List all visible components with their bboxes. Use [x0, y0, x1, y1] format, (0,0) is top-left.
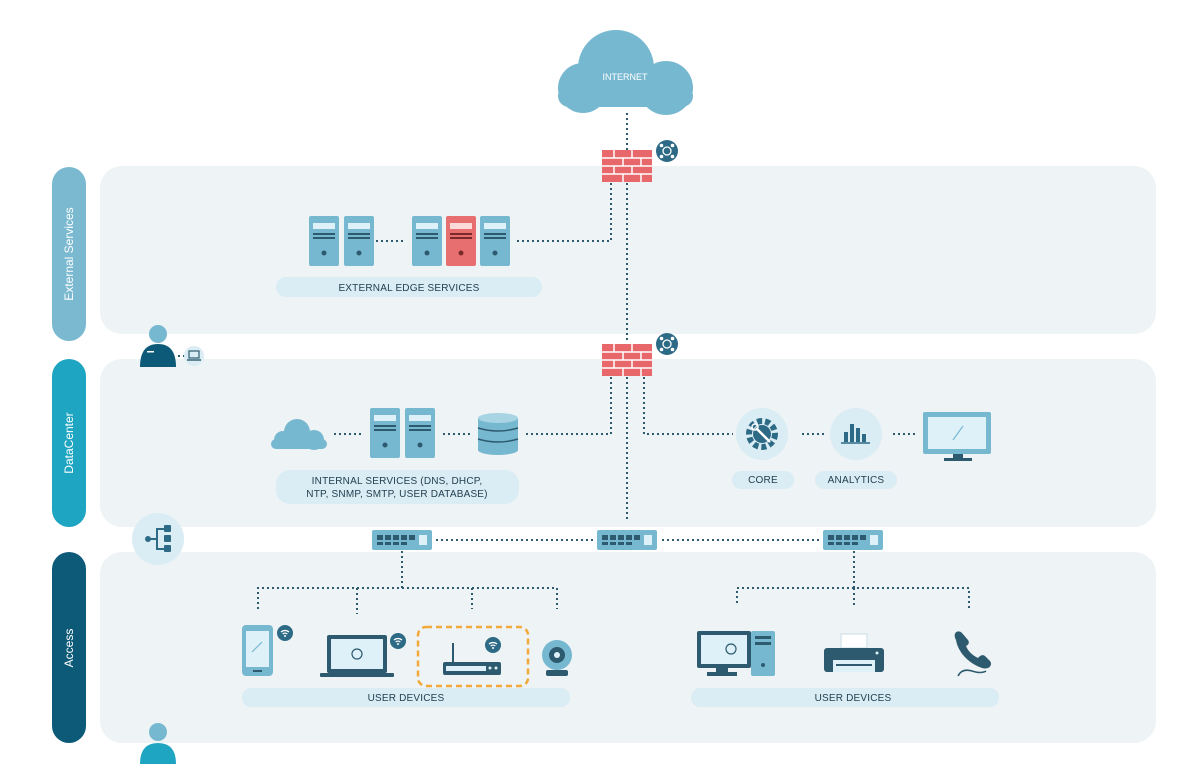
datacenter-tab-label: DataCenter — [62, 412, 76, 473]
switch-icon[interactable] — [372, 530, 432, 550]
wifi-icon — [389, 632, 407, 650]
server-icon[interactable] — [405, 408, 435, 458]
tablet-icon[interactable] — [242, 625, 273, 676]
firewall-icon[interactable] — [601, 149, 653, 183]
analytics-label: ANALYTICS — [828, 475, 885, 486]
laptop-device-icon[interactable] — [320, 635, 394, 677]
analytics-label-pill — [815, 471, 897, 489]
phone-icon[interactable] — [954, 631, 992, 677]
access-tab[interactable] — [52, 552, 86, 743]
connection-lines — [178, 113, 970, 614]
external-edge-label-pill — [276, 277, 542, 297]
server-icon[interactable] — [370, 408, 400, 458]
external-services-tab-label: External Services — [62, 207, 76, 300]
user-devices-left-pill — [242, 688, 570, 707]
internal-services-label-line2: NTP, SNMP, SMTP, USER DATABASE) — [306, 489, 487, 500]
printer-icon[interactable] — [824, 633, 884, 672]
network-hub-icon[interactable] — [655, 139, 679, 163]
server-icon[interactable] — [309, 216, 339, 266]
desktop-computer-icon[interactable] — [697, 631, 775, 676]
analytics-chart-icon[interactable] — [830, 408, 882, 460]
server-icon[interactable] — [412, 216, 442, 266]
wireless-router-icon[interactable] — [443, 643, 501, 675]
core-label-pill — [732, 471, 794, 489]
firewall-icon[interactable] — [601, 343, 653, 377]
user-devices-left-label: USER DEVICES — [368, 693, 445, 704]
user-devices-right-label: USER DEVICES — [815, 693, 892, 704]
internet-cloud[interactable]: INTERNET — [558, 30, 693, 115]
switch-icon[interactable] — [823, 530, 883, 550]
internal-cloud-icon[interactable] — [271, 419, 327, 450]
wifi-icon — [276, 624, 294, 642]
core-gear-icon[interactable] — [736, 408, 788, 460]
webcam-icon[interactable] — [542, 640, 572, 676]
end-user-icon[interactable] — [140, 723, 176, 764]
network-hub-icon[interactable] — [655, 332, 679, 356]
external-services-tab[interactable] — [52, 167, 86, 341]
database-icon[interactable] — [477, 413, 519, 455]
monitor-icon[interactable] — [923, 412, 991, 461]
topology-icon[interactable] — [132, 513, 184, 565]
internal-services-label-pill — [276, 470, 519, 504]
admin-user-icon[interactable] — [140, 325, 176, 367]
wifi-icon — [484, 636, 502, 654]
compromised-server-icon[interactable] — [446, 216, 476, 266]
laptop-icon — [184, 346, 204, 366]
switch-icon[interactable] — [597, 530, 657, 550]
server-icon[interactable] — [344, 216, 374, 266]
datacenter-tab[interactable] — [52, 359, 86, 527]
server-icon[interactable] — [480, 216, 510, 266]
core-label: CORE — [748, 475, 778, 486]
external-edge-label: EXTERNAL EDGE SERVICES — [338, 283, 479, 294]
internet-label: INTERNET — [603, 72, 649, 82]
internal-services-label-line1: INTERNAL SERVICES (DNS, DHCP, — [312, 476, 483, 487]
user-devices-right-pill — [691, 688, 999, 707]
access-tab-label: Access — [62, 629, 76, 668]
